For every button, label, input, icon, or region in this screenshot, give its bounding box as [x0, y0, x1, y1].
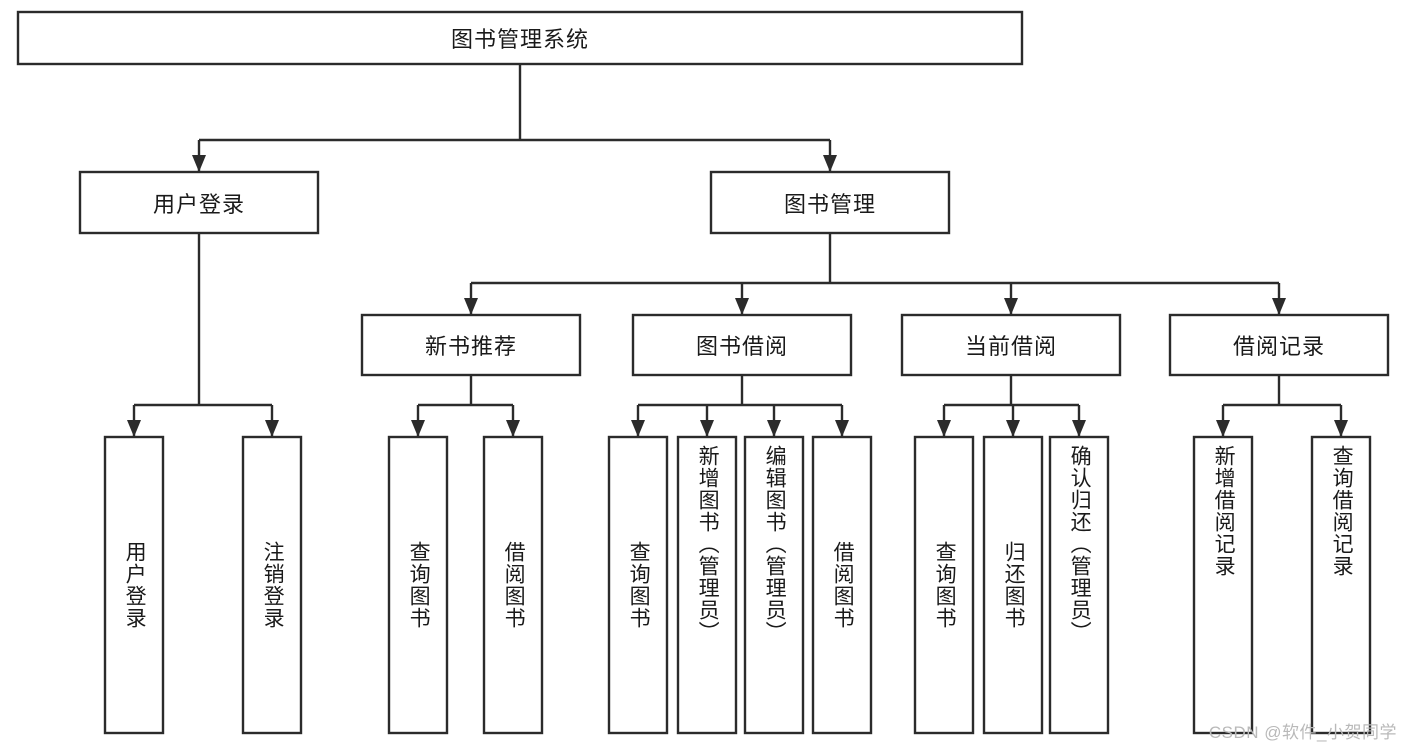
- arrow-head-user-login: [192, 155, 206, 172]
- arrow-head-leaf-return-book: [1006, 420, 1020, 437]
- node-box-new-book-recommend: [360, 313, 582, 377]
- node-box-leaf-query-borrow-record: [1310, 435, 1372, 735]
- node-box-leaf-query-book-borrow: [607, 435, 669, 735]
- node-box-leaf-user-login: [103, 435, 165, 735]
- node-box-book-management: [709, 170, 951, 235]
- arrow-head-leaf-borrow-book-recommend: [506, 420, 520, 437]
- arrow-head-leaf-query-book-recommend: [411, 420, 425, 437]
- arrow-head-borrow-record: [1272, 298, 1286, 315]
- arrow-head-leaf-add-book-admin: [700, 420, 714, 437]
- arrow-head-leaf-user-login: [127, 420, 141, 437]
- arrow-head-leaf-borrow-book: [835, 420, 849, 437]
- node-box-leaf-confirm-return-admin: [1048, 435, 1110, 735]
- arrow-head-leaf-query-borrow-record: [1334, 420, 1348, 437]
- connector-layer: [127, 64, 1348, 437]
- node-box-leaf-return-book: [982, 435, 1044, 735]
- arrow-head-leaf-confirm-return-admin: [1072, 420, 1086, 437]
- node-box-leaf-logout-login: [241, 435, 303, 735]
- node-box-layer: [16, 10, 1390, 735]
- arrow-head-current-borrow: [1004, 298, 1018, 315]
- arrow-head-new-book-recommend: [464, 298, 478, 315]
- arrow-head-leaf-edit-book-admin: [767, 420, 781, 437]
- arrow-head-leaf-query-book-borrow: [631, 420, 645, 437]
- node-box-user-login: [78, 170, 320, 235]
- arrow-head-book-borrow: [735, 298, 749, 315]
- arrow-head-book-management: [823, 155, 837, 172]
- arrow-head-leaf-query-book-current: [937, 420, 951, 437]
- csdn-watermark: CSDN @软件_小贺同学: [1208, 723, 1397, 742]
- node-box-borrow-record: [1168, 313, 1390, 377]
- node-box-leaf-query-book-recommend: [387, 435, 449, 735]
- node-box-leaf-add-borrow-record: [1192, 435, 1254, 735]
- node-box-book-borrow: [631, 313, 853, 377]
- arrow-head-leaf-logout-login: [265, 420, 279, 437]
- node-box-leaf-add-book-admin: [676, 435, 738, 735]
- node-box-current-borrow: [900, 313, 1122, 377]
- node-box-leaf-edit-book-admin: [743, 435, 805, 735]
- arrow-head-leaf-add-borrow-record: [1216, 420, 1230, 437]
- node-box-root: [16, 10, 1024, 66]
- node-box-leaf-borrow-book-recommend: [482, 435, 544, 735]
- node-box-leaf-borrow-book: [811, 435, 873, 735]
- node-box-leaf-query-book-current: [913, 435, 975, 735]
